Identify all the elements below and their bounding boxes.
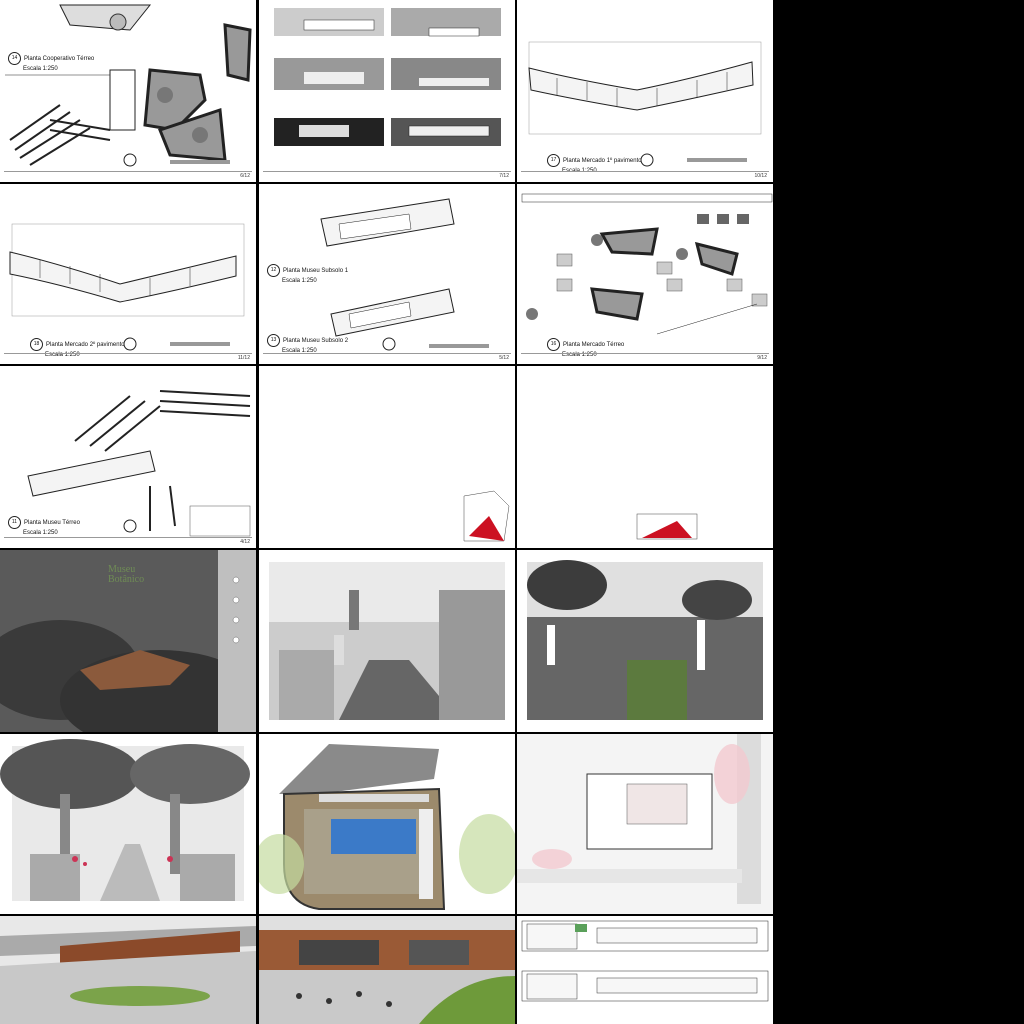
drawing-title: Planta Museu Subsolo 1 [283,268,349,275]
drawing-number: 16 [547,338,560,351]
drawing-title: Planta Cooperativo Térreo [24,56,95,63]
drawing-scale: Escala 1:250 [23,66,58,72]
small-perspective-diagram [463,490,510,542]
site-plan-render-image [259,744,515,910]
long-plans-drawing [521,920,769,1002]
cemetery-photo-2[interactable] [517,550,773,732]
drawing-scale: Escala 1:250 [282,348,317,354]
page-number: 9/12 [757,355,767,361]
museum-aerial-render[interactable]: Museu Botânico [0,550,256,732]
site-plan-drawing [5,4,252,167]
page-number: 10/12 [754,173,767,179]
drawing-title: Planta Museu Subsolo 2 [283,338,349,345]
drawing-number: 14 [8,52,21,65]
museum-logo-title: Museu Botânico [108,565,144,585]
blank-sheet-a[interactable] [259,366,515,548]
elevations-drawing [274,8,501,146]
drawing-scale: Escala 1:250 [562,352,597,358]
drawing-title: Planta Mercado Térreo [563,342,625,349]
small-perspective-diagram [636,513,698,540]
drawing-title: Planta Mercado 1º pavimento [563,158,642,165]
drawing-title: Planta Museu Térreo [24,520,80,527]
drawing-title: Planta Mercado 2º pavimento [46,342,125,349]
market-ground-drawing [521,193,773,335]
title-block [263,353,511,361]
drawing-number: 13 [267,334,280,347]
drawing-number: 11 [8,516,21,529]
courtyard-plan-render[interactable] [517,734,773,914]
cemetery-photo-image [269,562,505,720]
title-block [263,171,511,179]
page-number: 11/12 [237,355,250,361]
drawing-scale: Escala 1:250 [282,278,317,284]
plaza-perspective-image [259,916,515,1024]
page-number: 6/12 [240,173,250,179]
page-number: 5/12 [499,355,509,361]
museum-aerial-image [0,550,256,732]
drawing-number: 17 [547,154,560,167]
long-plans-sheet[interactable] [517,916,773,1024]
title-block [4,171,252,179]
plaza-perspective-render[interactable] [259,916,515,1024]
blank-sheet-b[interactable] [517,366,773,548]
market-plan-drawing [9,223,245,351]
title-block [521,171,769,179]
museum-title-line1: Museu [108,564,136,575]
title-block [4,537,252,545]
building-perspective-render[interactable] [0,916,256,1024]
market-plan-drawing [528,41,762,167]
drawing-number: 12 [267,264,280,277]
cemetery-render-trees[interactable] [0,734,256,914]
drawing-scale: Escala 1:250 [45,352,80,358]
page-number: 4/12 [240,539,250,545]
drawing-number: 18 [30,338,43,351]
site-plan-render[interactable] [259,734,515,914]
museum-ground-drawing [27,390,251,537]
cemetery-photo-1[interactable] [259,550,515,732]
building-perspective-image [0,916,256,1024]
title-block [4,353,252,361]
cemetery-render-image [0,739,250,901]
page-number: 7/12 [499,173,509,179]
cemetery-photo-image [527,560,763,720]
drawing-scale: Escala 1:250 [23,530,58,536]
elevations-sheet[interactable]: 7/12 [259,0,515,182]
museum-title-line2: Botânico [108,574,145,585]
courtyard-plan-image [517,734,773,914]
title-block [521,353,769,361]
museum-basement-drawing [320,198,489,351]
